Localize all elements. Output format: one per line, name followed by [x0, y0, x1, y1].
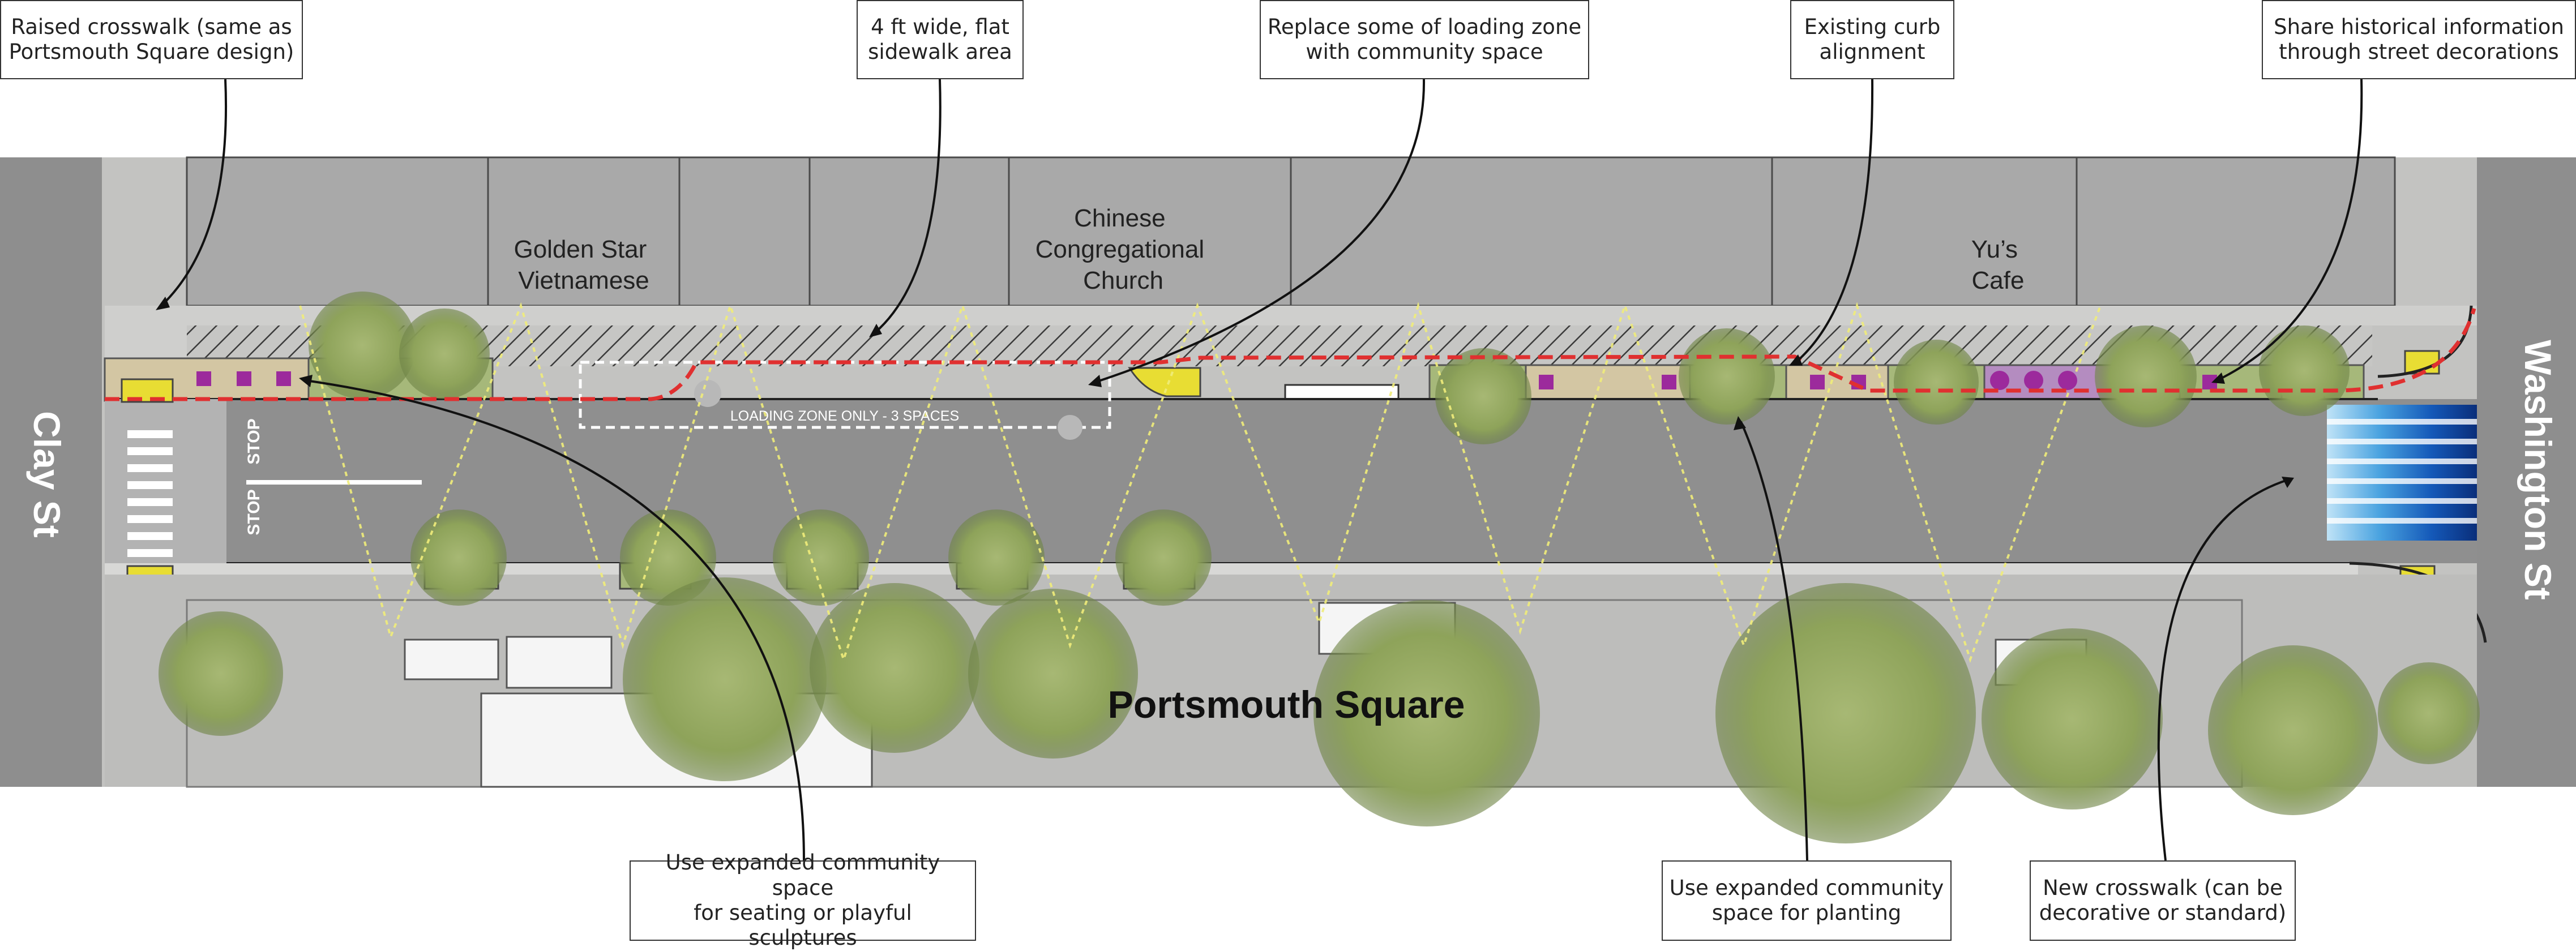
flat-sidewalk-hatch — [187, 325, 2372, 366]
trees — [159, 292, 2480, 843]
washington-crosswalk — [2327, 305, 2487, 643]
church-bulb-out — [1128, 367, 1201, 397]
light-projections — [299, 302, 2102, 663]
community-accents — [196, 371, 2217, 390]
washington-st-roadway — [2477, 157, 2576, 787]
portsmouth-square-label: Portsmouth Square — [1108, 683, 1465, 726]
washington-st-label: Washington St — [2517, 340, 2559, 600]
leader-lines — [160, 79, 2363, 861]
yus-cafe-label: Yu’s Cafe — [1971, 235, 2025, 294]
loading-zone-box — [579, 361, 1111, 429]
loading-zone-label: LOADING ZONE ONLY - 3 SPACES — [730, 408, 959, 424]
clay-st-label: Clay St — [26, 411, 68, 538]
chinese-church-label: Chinese Congregational Church — [1035, 204, 1212, 294]
existing-curb-line — [105, 308, 2476, 401]
golden-star-label: Golden Star Vietnamese — [514, 235, 653, 294]
leader-arrowheads — [156, 297, 2294, 488]
stop-marking-1: STOP — [245, 418, 263, 464]
clay-crosswalk — [105, 378, 422, 590]
stop-marking-2: STOP — [245, 489, 263, 535]
north-buildings — [186, 156, 2396, 307]
clay-st-roadway — [0, 157, 102, 787]
